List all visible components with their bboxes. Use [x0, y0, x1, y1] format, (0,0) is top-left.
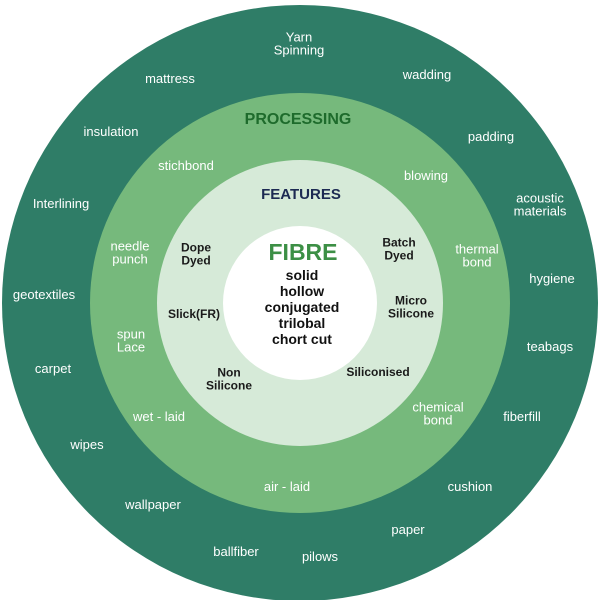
application-paper: paper	[391, 522, 425, 537]
application-teabags: teabags	[527, 339, 574, 354]
center-circle	[223, 226, 377, 380]
application-ballfiber: ballfiber	[213, 544, 259, 559]
fibre-type-trilobal: trilobal	[279, 315, 326, 331]
application-cushion: cushion	[448, 479, 493, 494]
features-title: FEATURES	[261, 186, 341, 203]
processing-wet-laid: wet - laid	[132, 409, 185, 424]
application-pilows: pilows	[302, 549, 339, 564]
application-interlining: Interlining	[33, 196, 89, 211]
application-hygiene: hygiene	[529, 271, 575, 286]
fibre-type-hollow: hollow	[280, 283, 324, 299]
fibre-type-solid: solid	[286, 267, 319, 283]
application-geotextiles: geotextiles	[13, 287, 76, 302]
application-mattress: mattress	[145, 71, 195, 86]
processing-title: PROCESSING	[245, 111, 352, 128]
application-wadding: wadding	[402, 67, 451, 82]
application-carpet: carpet	[35, 361, 72, 376]
fibre-type-conjugated: conjugated	[265, 299, 340, 315]
application-padding: padding	[468, 129, 514, 144]
application-insulation: insulation	[84, 124, 139, 139]
fibre-type-chort-cut: chort cut	[272, 331, 332, 347]
processing-stichbond: stichbond	[158, 158, 214, 173]
processing-blowing: blowing	[404, 168, 448, 183]
application-fiberfill: fiberfill	[503, 409, 541, 424]
application-wipes: wipes	[69, 437, 104, 452]
application-wallpaper: wallpaper	[124, 497, 181, 512]
processing-air-laid: air - laid	[264, 479, 310, 494]
feature-siliconised: Siliconised	[346, 365, 409, 379]
feature-slick-fr: Slick(FR)	[168, 307, 220, 321]
fibre-title: FIBRE	[269, 239, 338, 265]
